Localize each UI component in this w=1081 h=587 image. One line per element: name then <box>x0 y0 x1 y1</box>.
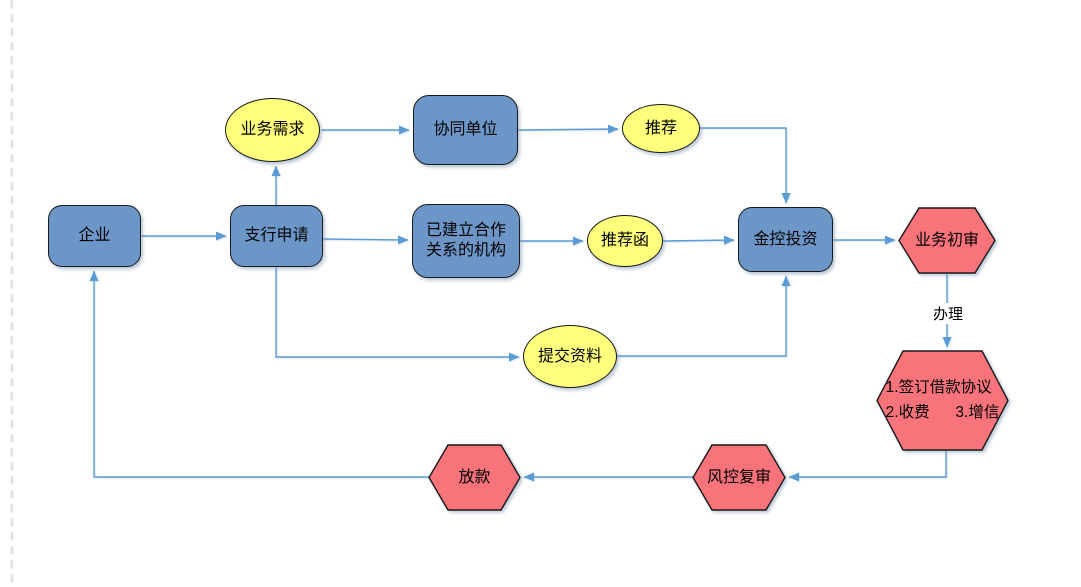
node-jinkong-investment-label: 金控投资 <box>753 230 818 248</box>
connector-recommend-to-jinkong <box>700 127 791 204</box>
node-sign-agreement-line2: 2.收费 3.增信 <box>885 403 1000 421</box>
node-partner-institution-label-line1: 已建立合作 <box>425 222 506 239</box>
node-collaborating-unit: 协同单位 <box>413 95 518 165</box>
node-loan-disbursement: 放款 <box>428 444 521 511</box>
node-recommend: 推荐 <box>622 104 700 153</box>
node-branch-application-label: 支行申请 <box>244 227 309 244</box>
node-business-initial-review-label: 业务初审 <box>914 231 979 249</box>
node-risk-control-review: 风控复审 <box>692 444 786 511</box>
connector-branch-to-partner-institution <box>322 235 409 245</box>
node-business-initial-review: 业务初审 <box>898 207 996 274</box>
hexagon-shape <box>428 444 521 511</box>
node-loan-disbursement-label: 放款 <box>458 468 491 486</box>
node-enterprise-label: 企业 <box>78 227 111 244</box>
connector-sign-agreement-to-risk-review <box>788 450 947 482</box>
node-recommendation-letter-label: 推荐函 <box>600 232 649 249</box>
node-risk-control-review-label: 风控复审 <box>706 468 771 486</box>
node-business-demand: 业务需求 <box>225 98 320 162</box>
node-jinkong-investment: 金控投资 <box>738 207 833 272</box>
node-enterprise: 企业 <box>48 205 141 267</box>
node-business-demand-label: 业务需求 <box>240 121 305 138</box>
connector-branch-to-submit-materials <box>275 267 520 362</box>
node-collaborating-unit-label: 协同单位 <box>433 121 498 138</box>
connector-collaborating-unit-to-recommend <box>517 124 619 134</box>
node-sign-agreement-line1: 1.签订借款协议 <box>885 379 992 397</box>
node-sign-agreement: 1.签订借款协议 2.收费 3.增信 <box>876 350 1009 451</box>
node-partner-institution: 已建立合作 关系的机构 <box>412 204 520 278</box>
node-branch-application: 支行申请 <box>230 205 323 267</box>
hexagon-shape <box>876 350 1009 451</box>
node-recommendation-letter: 推荐函 <box>587 215 663 267</box>
node-submit-materials-label: 提交资料 <box>537 347 602 365</box>
hexagon-shape <box>692 444 786 511</box>
node-partner-institution-label-line2: 关系的机构 <box>425 242 506 259</box>
connector-letter-to-jinkong <box>662 235 735 245</box>
connector-submit-materials-to-jinkong <box>617 275 791 357</box>
node-recommend-label: 推荐 <box>644 119 677 137</box>
connector-loan-to-enterprise <box>89 270 429 478</box>
edge-label-handle: 办理 <box>926 303 970 324</box>
node-submit-materials: 提交资料 <box>523 325 617 388</box>
hexagon-shape <box>898 207 996 274</box>
